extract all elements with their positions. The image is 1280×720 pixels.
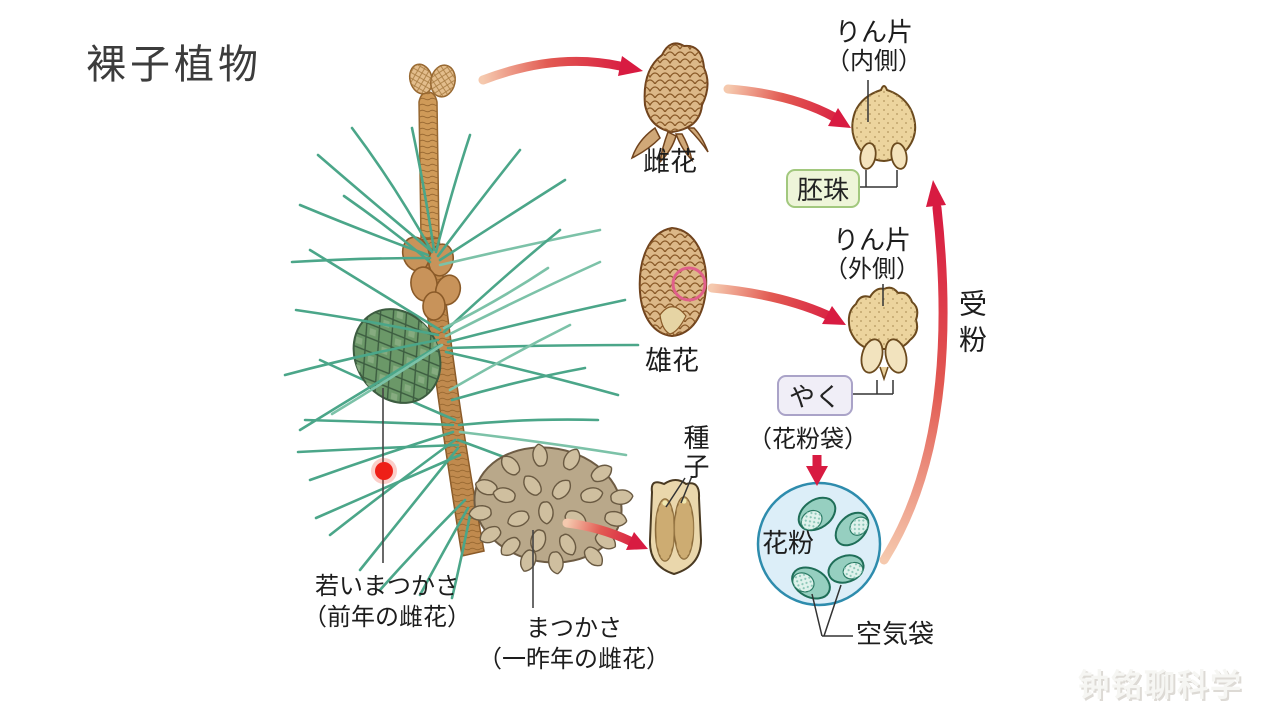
seed-scale-illustration bbox=[648, 475, 703, 576]
air-sac-label: 空気袋 bbox=[856, 619, 935, 649]
arrow-pollen-sac-down bbox=[806, 455, 828, 486]
pollination-label: 受粉 bbox=[956, 289, 987, 361]
pollen-illustration bbox=[756, 481, 882, 637]
young-pinecone-label: 若いまつかさ （前年の雌花） bbox=[303, 571, 471, 633]
young-pinecone-label-line2: （前年の雌花） bbox=[303, 604, 471, 632]
arrow-female-flower-to-inner-scale bbox=[723, 84, 851, 128]
inner-scale-label: りん片 （内側） bbox=[824, 17, 924, 75]
young-pinecone-label-line1: 若いまつかさ bbox=[315, 573, 459, 600]
pollen-grain bbox=[791, 566, 831, 600]
seed-pointer-lines bbox=[665, 475, 693, 508]
page-title: 裸子植物 bbox=[86, 43, 262, 87]
outer-scale-connectors bbox=[849, 284, 894, 395]
inner-scale-label-line1: りん片 bbox=[834, 17, 913, 47]
flow-arrows bbox=[478, 56, 948, 565]
arrow-cone-to-seed bbox=[562, 518, 648, 550]
pine-branch-illustration bbox=[283, 63, 640, 608]
watermark: 钟铭聊科学 bbox=[1078, 668, 1243, 703]
inner-scale-illustration bbox=[851, 80, 917, 188]
old-pinecone-label-line1: まつかさ bbox=[526, 615, 622, 642]
young-green-cone bbox=[352, 308, 442, 404]
pollen-grain bbox=[827, 554, 865, 584]
male-flower-label: 雄花 bbox=[645, 346, 699, 376]
old-pinecone-label: まつかさ （一昨年の雌花） bbox=[478, 613, 670, 675]
outer-scale-label-line1: りん片 bbox=[832, 225, 911, 255]
arrow-branch-to-female-flower bbox=[478, 56, 643, 85]
red-marker-dot bbox=[371, 458, 397, 484]
male-flower-illustration bbox=[638, 226, 708, 338]
pollen-label: 花粉 bbox=[762, 528, 815, 558]
ovule-label-box: 胚珠 bbox=[786, 169, 860, 208]
scale-highlight-ring bbox=[671, 266, 707, 302]
seed-label: 種子 bbox=[680, 424, 710, 482]
outer-scale-illustration bbox=[847, 284, 919, 395]
air-sac-pointer-lines bbox=[811, 584, 853, 637]
female-flower-illustration bbox=[630, 42, 709, 165]
pollen-grain bbox=[834, 511, 870, 547]
old-pinecone-label-line2: （一昨年の雌花） bbox=[478, 646, 670, 674]
arrow-male-flower-to-outer-scale bbox=[707, 283, 846, 325]
inner-scale-connectors bbox=[856, 80, 898, 188]
pollen-grain bbox=[797, 496, 837, 532]
outer-scale-label: りん片 （外側） bbox=[822, 225, 922, 283]
mature-pine-cone bbox=[468, 443, 634, 575]
pine-needles-front bbox=[283, 308, 444, 432]
anther-label-box: やく bbox=[777, 375, 853, 416]
pollen-sac-label: （花粉袋） bbox=[748, 426, 868, 453]
inner-scale-label-line2: （内側） bbox=[826, 47, 922, 75]
female-flower-label: 雌花 bbox=[643, 147, 697, 177]
outer-scale-label-line2: （外側） bbox=[824, 255, 920, 283]
arrow-pollination bbox=[879, 180, 948, 565]
